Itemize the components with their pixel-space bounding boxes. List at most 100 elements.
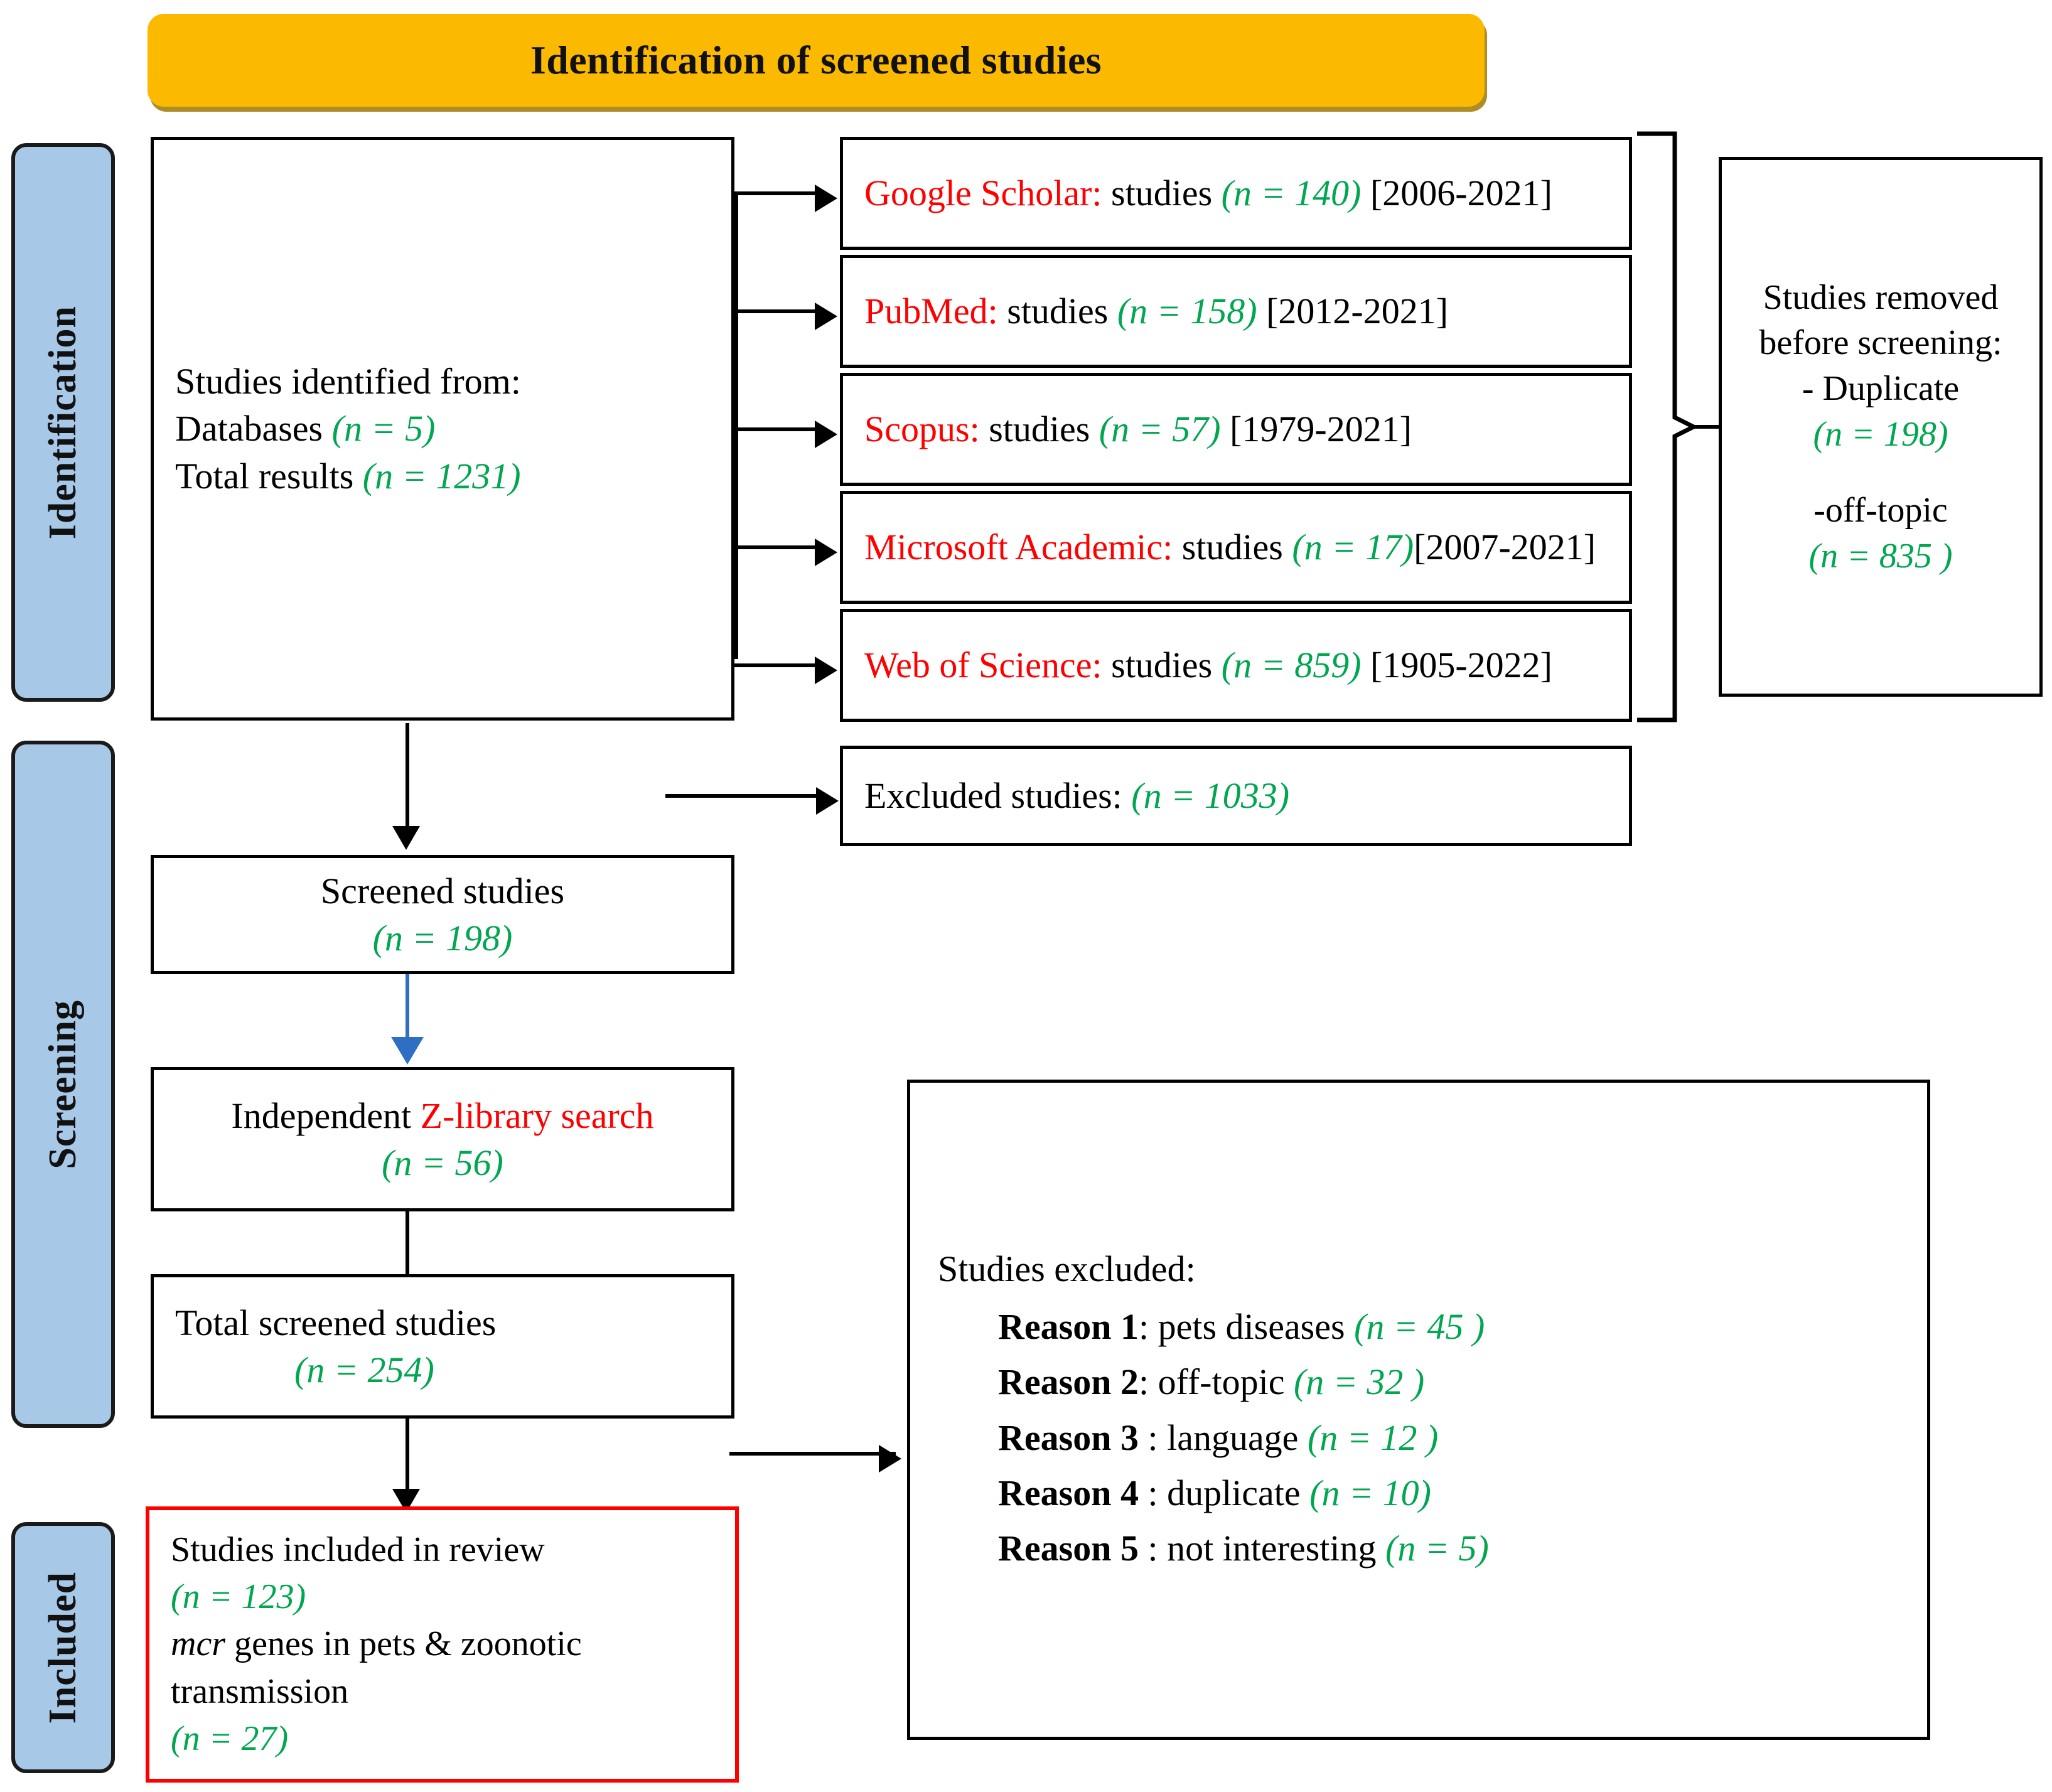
screened-studies-text: Screened studies (n = 198)	[299, 867, 586, 962]
database-name-microsoft-academic: Microsoft Academic:	[864, 527, 1173, 568]
phase-tab-included: Included	[11, 1522, 115, 1773]
database-box-google-scholar: Google Scholar: studies (n = 140) [2006-…	[840, 137, 1632, 250]
connector-total-to-included	[406, 1419, 409, 1494]
database-text-google-scholar: Google Scholar: studies (n = 140) [2006-…	[864, 173, 1552, 214]
reason-1-label: Reason 1	[998, 1306, 1139, 1348]
connector-source-to-databases-stem	[734, 191, 738, 659]
connector-source-to-screened	[406, 723, 409, 830]
reason-2-label: Reason 2	[998, 1361, 1139, 1403]
list-item: Reason 5 : not interesting (n = 5)	[998, 1527, 1489, 1569]
database-years-google-scholar: [2006-2021]	[1361, 173, 1552, 214]
identified-line-1: Studies identified from:	[175, 360, 521, 402]
arrow-to-web-of-science	[815, 657, 837, 684]
reason-3-count: (n = 12 )	[1307, 1417, 1439, 1458]
database-name-scopus: Scopus:	[864, 409, 980, 450]
arrow-to-google-scholar	[815, 185, 837, 212]
reason-5-label: Reason 5	[998, 1527, 1139, 1569]
excluded-reasons-heading: Studies excluded:	[938, 1248, 1196, 1290]
reason-4-label: Reason 4	[998, 1472, 1139, 1513]
included-line-3: mcr genes in pets & zoonotic	[171, 1624, 582, 1664]
reason-1-count: (n = 45 )	[1354, 1306, 1485, 1348]
connector-arrow-line-microsoft-academic	[734, 545, 816, 549]
removed-line-1: Studies removed	[1763, 277, 1999, 317]
phase-tab-screening: Screening	[11, 741, 115, 1428]
removed-duplicate-count: (n = 198)	[1813, 415, 1948, 454]
arrow-to-zlibrary-blue	[391, 1037, 424, 1065]
connector-line-to-reasons	[729, 1452, 896, 1456]
connector-arrow-line-scopus	[734, 427, 816, 431]
database-text-web-of-science: Web of Science: studies (n = 859) [1905-…	[864, 645, 1552, 686]
connector-arrow-line-google-scholar	[734, 191, 816, 195]
mcr-gene-italic: mcr	[171, 1624, 226, 1664]
list-item: Reason 2: off-topic (n = 32 )	[998, 1361, 1425, 1403]
reason-3-label: Reason 3	[998, 1417, 1139, 1458]
header-banner: Identification of screened studies	[148, 14, 1485, 107]
database-count-microsoft-academic: (n = 17)	[1292, 527, 1414, 568]
database-count-google-scholar: (n = 140)	[1221, 173, 1362, 214]
removed-line-3: - Duplicate	[1802, 369, 1960, 409]
database-text-microsoft-academic: Microsoft Academic: studies (n = 17)[200…	[864, 527, 1596, 568]
studies-identified-box: Studies identified from: Databases (n = …	[151, 137, 734, 721]
excluded-studies-label: Excluded studies:	[864, 775, 1132, 817]
removed-offtopic-count: (n = 835 )	[1808, 536, 1953, 576]
reason-5-count: (n = 5)	[1385, 1527, 1489, 1569]
database-count-web-of-science: (n = 859)	[1221, 645, 1362, 686]
list-item: Reason 3 : language (n = 12 )	[998, 1417, 1439, 1458]
database-years-pubmed: [2012-2021]	[1257, 291, 1449, 332]
reason-4-count: (n = 10)	[1309, 1472, 1431, 1513]
removed-line-2: before screening:	[1759, 323, 2002, 363]
screened-studies-box: Screened studies (n = 198)	[151, 855, 734, 974]
database-box-web-of-science: Web of Science: studies (n = 859) [1905-…	[840, 609, 1632, 722]
included-line-1: Studies included in review	[171, 1530, 545, 1570]
database-years-scopus: [1979-2021]	[1220, 409, 1412, 450]
studies-included-text: Studies included in review (n = 123) mcr…	[149, 1526, 603, 1762]
list-item: Reason 1: pets diseases (n = 45 )	[998, 1306, 1485, 1348]
included-line-4: transmission	[171, 1671, 349, 1711]
database-count-scopus: (n = 57)	[1099, 409, 1221, 450]
studies-removed-text: Studies removed before screening: - Dupl…	[1738, 275, 2023, 579]
total-screened-text: Total screened studies (n = 254)	[154, 1299, 517, 1394]
identified-line-3: Total results (n = 1231)	[175, 455, 521, 496]
database-box-scopus: Scopus: studies (n = 57) [1979-2021]	[840, 373, 1632, 486]
arrow-to-pubmed	[815, 303, 837, 330]
total-screened-label: Total screened studies	[175, 1302, 497, 1343]
connector-arrow-line-web-of-science	[734, 663, 816, 667]
database-name-web-of-science: Web of Science:	[864, 645, 1102, 686]
database-years-web-of-science: [1905-2022]	[1361, 645, 1552, 686]
zlibrary-highlight: Z-library search	[420, 1095, 654, 1136]
excluded-reasons-list: Reason 1: pets diseases (n = 45 ) Reason…	[938, 1299, 1489, 1576]
arrow-to-excluded-reasons	[879, 1445, 901, 1473]
phase-label-screening: Screening	[41, 999, 84, 1169]
arrow-to-excluded-studies	[816, 787, 839, 815]
excluded-studies-count: (n = 1033)	[1131, 775, 1290, 817]
excluded-reasons-box: Studies excluded: Reason 1: pets disease…	[907, 1080, 1930, 1740]
studies-included-box: Studies included in review (n = 123) mcr…	[146, 1506, 739, 1783]
removed-line-5: -off-topic	[1813, 490, 1948, 530]
list-item: Reason 4 : duplicate (n = 10)	[998, 1472, 1431, 1513]
excluded-studies-text: Excluded studies: (n = 1033)	[843, 772, 1311, 819]
phase-label-identification: Identification	[41, 305, 84, 540]
zlibrary-search-text: Independent Z-library search (n = 56)	[210, 1092, 675, 1187]
zlibrary-label: Independent Z-library search	[231, 1095, 654, 1136]
connector-line-to-excluded-studies	[665, 794, 822, 798]
identified-line-2: Databases (n = 5)	[175, 408, 436, 449]
phase-tab-identification: Identification	[11, 143, 115, 702]
studies-removed-box: Studies removed before screening: - Dupl…	[1719, 157, 2043, 697]
included-review-count: (n = 123)	[171, 1577, 306, 1617]
arrow-to-microsoft-academic	[815, 539, 837, 566]
zlibrary-search-box: Independent Z-library search (n = 56)	[151, 1067, 734, 1211]
databases-count: (n = 5)	[331, 408, 436, 449]
database-box-pubmed: PubMed: studies (n = 158) [2012-2021]	[840, 255, 1632, 368]
arrow-to-screened-studies	[392, 826, 420, 850]
arrow-to-scopus	[815, 421, 837, 448]
zlibrary-count: (n = 56)	[382, 1142, 503, 1183]
database-count-pubmed: (n = 158)	[1117, 291, 1257, 332]
database-name-google-scholar: Google Scholar:	[864, 173, 1102, 214]
screened-studies-count: (n = 198)	[372, 918, 513, 958]
excluded-reasons-text: Studies excluded: Reason 1: pets disease…	[910, 1243, 1517, 1576]
excluded-studies-box: Excluded studies: (n = 1033)	[840, 746, 1632, 846]
database-text-scopus: Scopus: studies (n = 57) [1979-2021]	[864, 409, 1412, 450]
connector-screened-to-zlibrary	[406, 974, 409, 1043]
database-box-microsoft-academic: Microsoft Academic: studies (n = 17)[200…	[840, 491, 1632, 604]
